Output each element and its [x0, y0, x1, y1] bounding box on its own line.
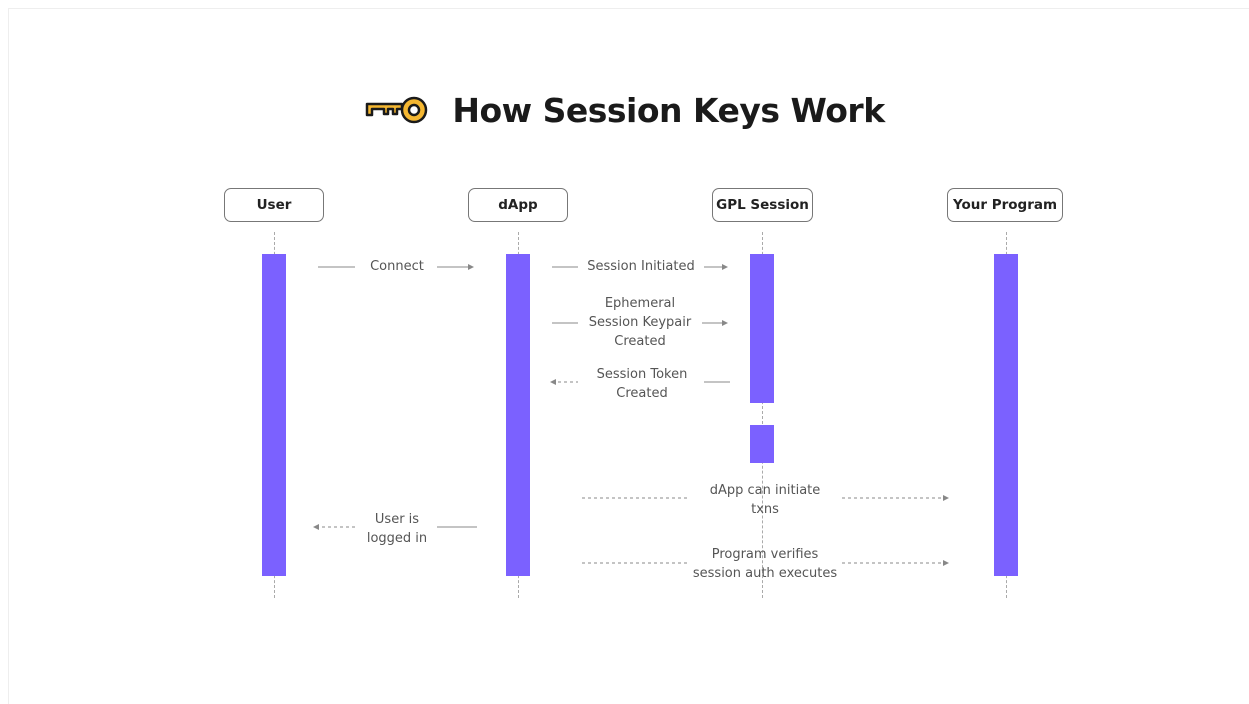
msg-connect: Connect: [356, 257, 438, 276]
title-bar: How Session Keys Work: [0, 84, 1249, 136]
msg-verifies-line-2: session auth executes: [692, 566, 838, 581]
msg-txns-line-2: txns: [751, 502, 779, 517]
txns-arrowhead: [943, 495, 949, 501]
msg-ephemeral-keypair: Ephemeral Session Keypair Created: [578, 294, 702, 351]
key-icon: [366, 96, 428, 124]
actor-your-program: Your Program: [947, 188, 1063, 222]
msg-dapp-initiate-txns: dApp can initiate txns: [688, 481, 842, 519]
lifeline-gpl-session: [762, 232, 763, 598]
actor-gpl-session: GPL Session: [712, 188, 813, 222]
msg-session-initiated-text: Session Initiated: [587, 259, 695, 274]
diagram-title: How Session Keys Work: [452, 90, 885, 130]
msg-logged-in-line-2: logged in: [366, 531, 428, 546]
msg-session-initiated: Session Initiated: [578, 257, 704, 276]
msg-user-logged-in: User is logged in: [358, 510, 436, 548]
connect-arrowhead: [468, 264, 474, 270]
verifies-arrowhead: [943, 560, 949, 566]
activation-gpl-session-2: [750, 425, 774, 463]
actor-dapp: dApp: [468, 188, 568, 222]
actor-user: User: [224, 188, 324, 222]
msg-session-token: Session Token Created: [580, 365, 704, 403]
token-arrowhead: [550, 379, 556, 385]
activation-user: [262, 254, 286, 576]
msg-txns-line-1: dApp can initiate: [709, 483, 821, 498]
msg-keypair-line-3: Created: [614, 334, 666, 349]
canvas-frame: [8, 8, 1249, 704]
msg-keypair-line-1: Ephemeral: [604, 296, 676, 311]
keypair-arrowhead: [722, 320, 728, 326]
msg-logged-in-line-1: User is: [374, 512, 420, 527]
msg-program-verifies: Program verifies session auth executes: [688, 545, 842, 583]
session-initiated-arrowhead: [722, 264, 728, 270]
logged-in-arrowhead: [313, 524, 319, 530]
activation-your-program: [994, 254, 1018, 576]
msg-keypair-line-2: Session Keypair: [588, 315, 692, 330]
msg-connect-text: Connect: [370, 259, 424, 274]
msg-verifies-line-1: Program verifies: [711, 547, 819, 562]
msg-token-line-2: Created: [616, 386, 668, 401]
activation-gpl-session-1: [750, 254, 774, 403]
msg-token-line-1: Session Token: [596, 367, 688, 382]
activation-dapp: [506, 254, 530, 576]
